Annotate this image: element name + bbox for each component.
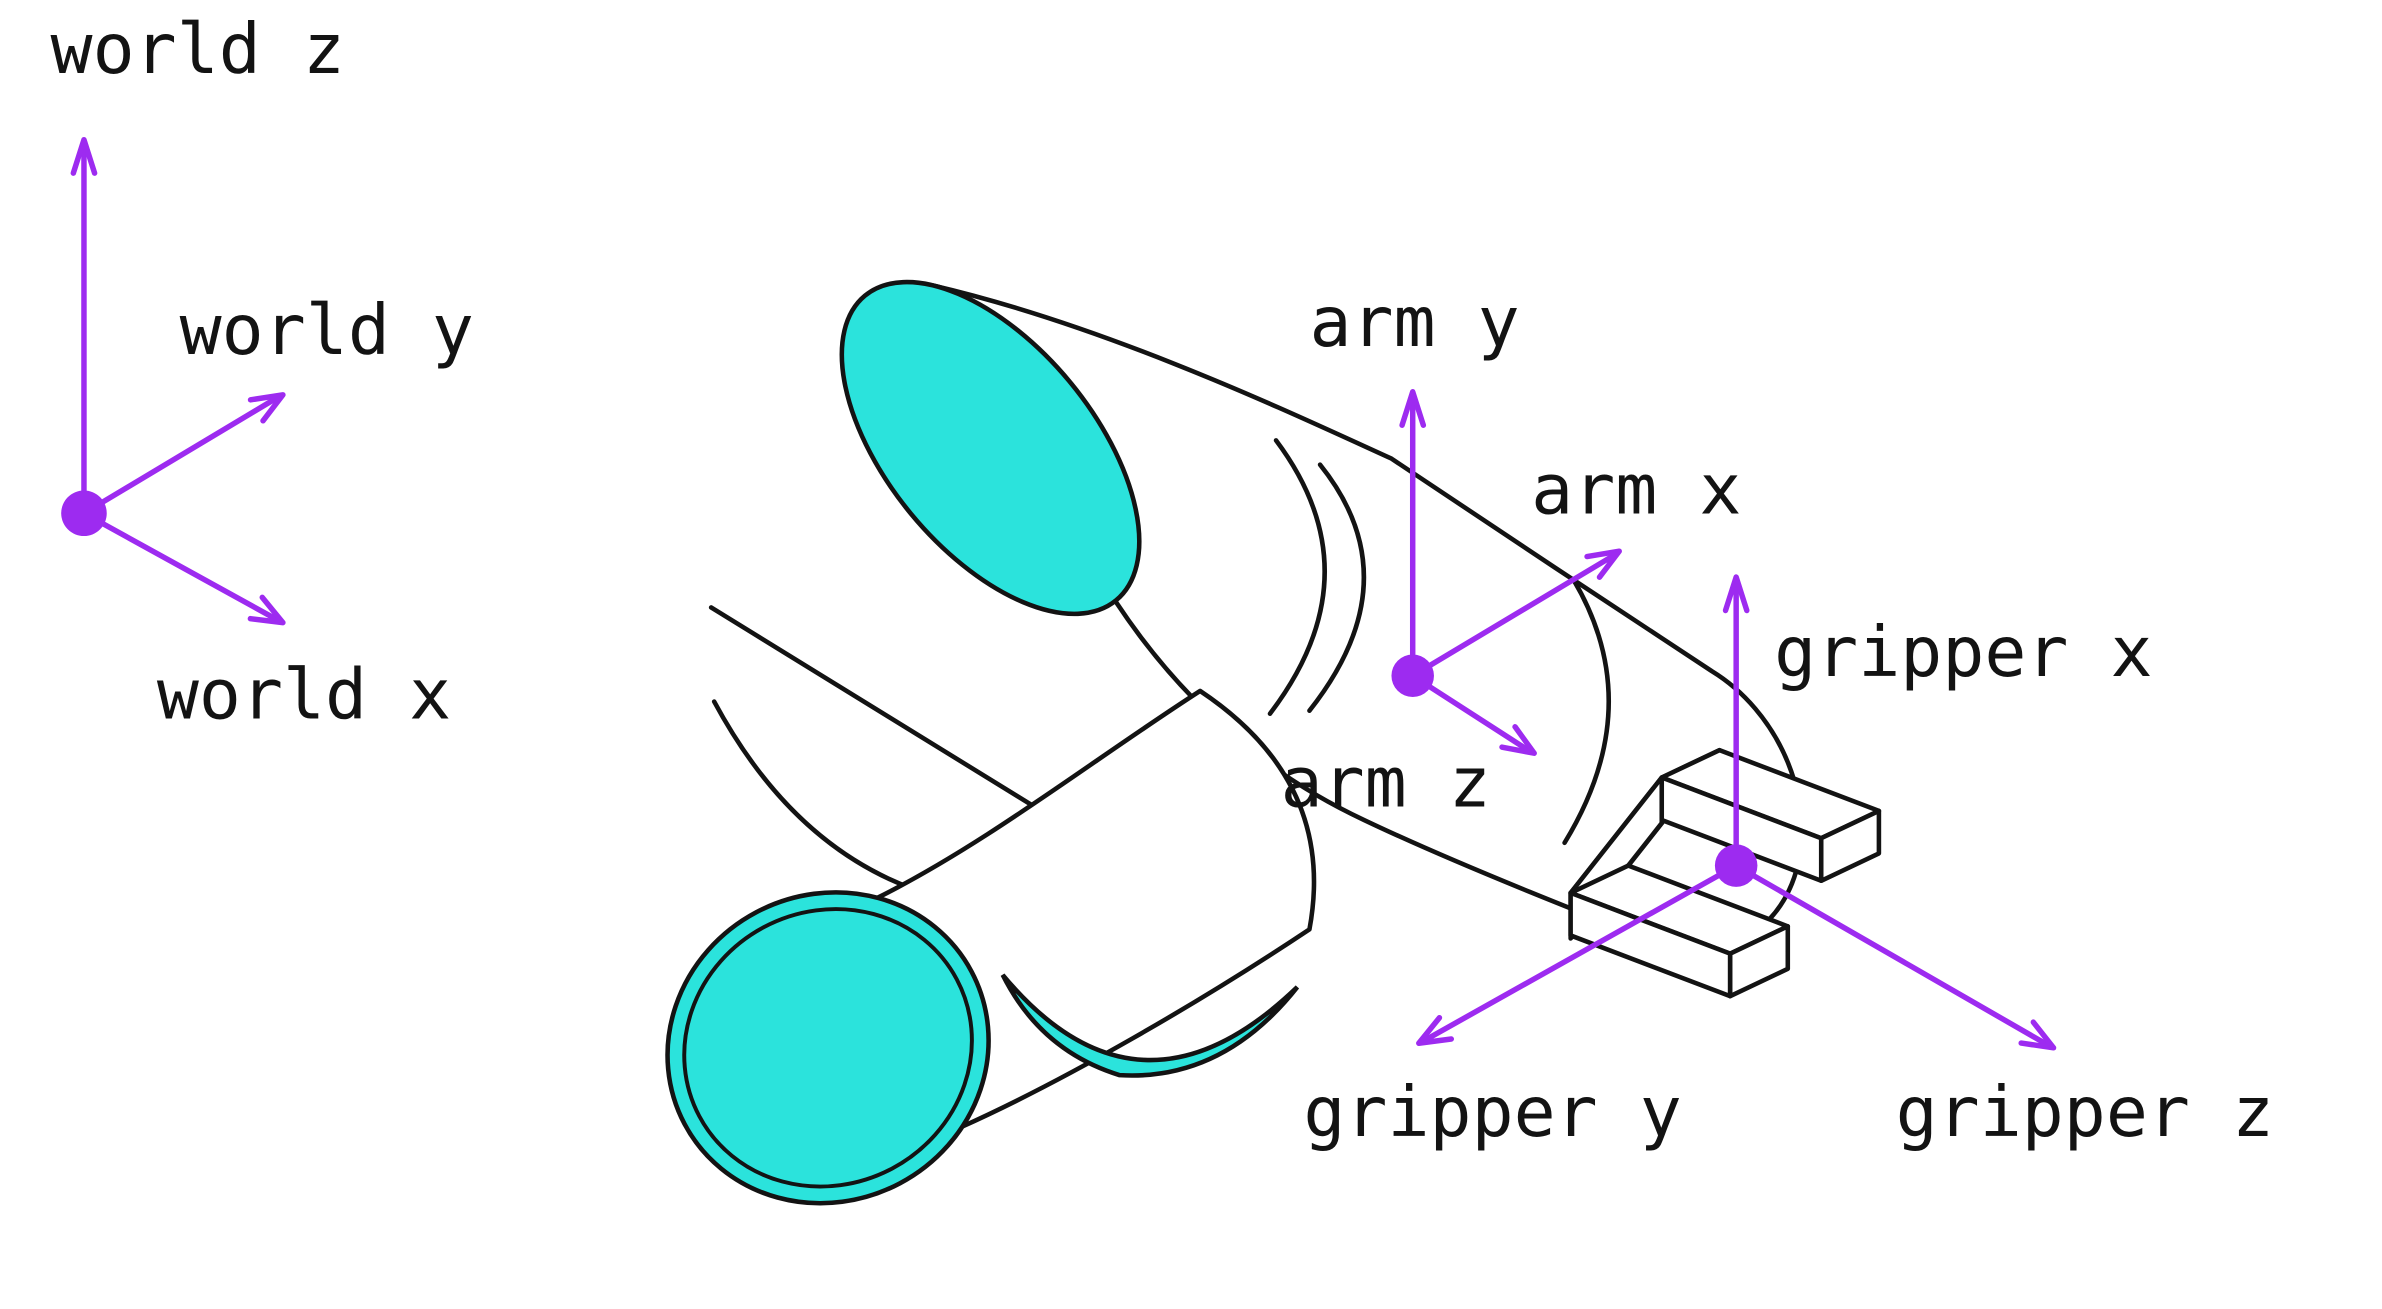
world-y-label: world y: [180, 290, 474, 371]
arm-ring-line-2: [1307, 462, 1367, 713]
gripper-lower-prong-front-face: [1568, 890, 1733, 999]
world-z-label: world z: [51, 9, 345, 90]
gripper-top-prong-front-face: [1659, 775, 1824, 884]
world-x-axis-arrow: [81, 510, 280, 623]
base-cylinder-outline: [875, 688, 1317, 1130]
arm-y-label: arm y: [1309, 282, 1519, 363]
world-y-axis-arrow: [81, 395, 280, 517]
shoulder-strut-curve: [711, 699, 914, 891]
gripper-x-arrowhead-icon: [1722, 574, 1750, 614]
arm-z-label: arm z: [1281, 742, 1491, 823]
base-end-cap: [665, 890, 991, 1206]
robot-arm-illustration: [665, 279, 1882, 1206]
arm-ring-line-1: [1267, 438, 1327, 717]
gripper-frame: gripper x gripper y gripper z: [1303, 574, 2274, 1153]
arm-cylinder-fill: [932, 285, 1802, 951]
world-x-label: world x: [157, 654, 451, 735]
arm-z-axis-arrow: [1409, 673, 1531, 753]
arm-z-arrowhead-icon: [1499, 724, 1537, 756]
gripper-y-axis-arrow: [1422, 862, 1739, 1043]
arm-x-arrowhead-icon: [1584, 548, 1622, 580]
gripper-z-label: gripper z: [1896, 1072, 2274, 1153]
world-z-arrowhead-icon: [70, 136, 98, 176]
gripper-y-arrowhead-icon: [1416, 1015, 1455, 1046]
arm-origin-dot: [1391, 654, 1434, 698]
arm-frame: arm y arm x arm z: [1281, 282, 1742, 823]
arm-x-label: arm x: [1531, 449, 1741, 530]
gripper-origin-dot: [1714, 844, 1758, 887]
gripper-fork: [1568, 747, 1882, 999]
world-origin-dot: [61, 490, 107, 537]
world-y-arrowhead-icon: [247, 392, 286, 424]
shoulder-strut-line: [708, 605, 1066, 827]
gripper-z-arrowhead-icon: [2018, 1019, 2057, 1051]
arm-x-axis-arrow: [1409, 553, 1616, 679]
arm-y-arrowhead-icon: [1399, 389, 1427, 428]
wrist-joint-line: [1562, 577, 1611, 846]
world-x-arrowhead-icon: [247, 594, 286, 626]
joint-crescent: [1000, 973, 1300, 1078]
arm-end-cap: [839, 279, 1142, 617]
world-frame: world z world y world x: [51, 9, 474, 735]
gripper-x-label: gripper x: [1774, 612, 2152, 693]
gripper-z-axis-arrow: [1733, 862, 2051, 1048]
gripper-y-label: gripper y: [1303, 1072, 1681, 1153]
base-end-cap-rim: [682, 907, 974, 1189]
